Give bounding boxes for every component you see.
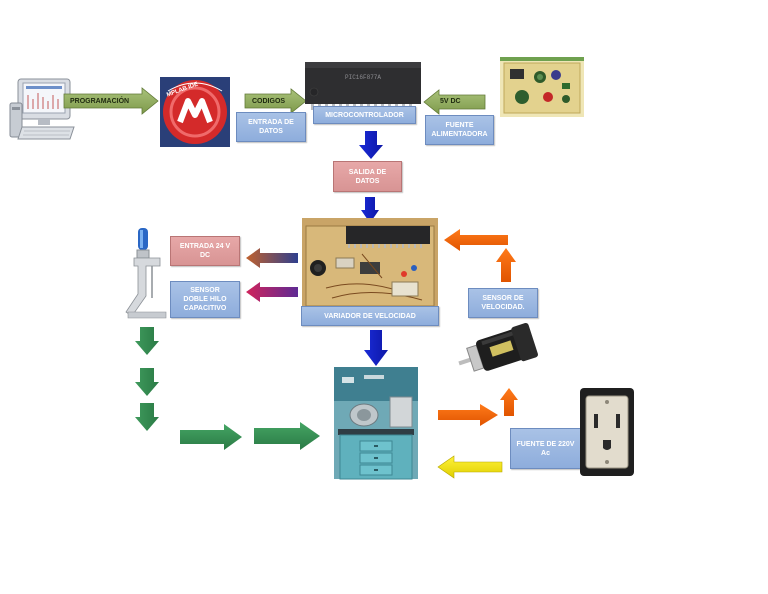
chip-marking: PIC16F877A bbox=[345, 74, 382, 81]
outlet-image bbox=[580, 388, 634, 476]
speed-controller-board-image bbox=[302, 218, 438, 310]
motor-image bbox=[456, 321, 552, 385]
programacion-arrow bbox=[63, 87, 159, 115]
microcontroller-chip-image: PIC16F877A bbox=[305, 62, 421, 110]
capacitive-sensor-image bbox=[122, 226, 170, 322]
computer-image bbox=[8, 77, 76, 145]
green-right-arrow-1 bbox=[180, 424, 242, 450]
five-v-dc-label: 5V DC bbox=[440, 98, 461, 105]
sensor-velocidad-box: SENSOR DE VELOCIDAD. bbox=[468, 288, 538, 318]
fuente-220v-box: FUENTE DE 220V Ac bbox=[510, 428, 581, 469]
codigos-arrow bbox=[244, 88, 307, 114]
power-supply-image bbox=[500, 57, 584, 117]
blue-down-arrow-2 bbox=[361, 197, 379, 223]
five-v-dc-arrow bbox=[423, 89, 486, 115]
feedback-up-arrow bbox=[496, 248, 516, 282]
green-down-arrow-1 bbox=[135, 327, 159, 355]
blue-down-arrow-3 bbox=[364, 330, 388, 366]
variador-velocidad-box: VARIADOR DE VELOCIDAD bbox=[301, 306, 439, 326]
sensor-doble-hilo-arrow bbox=[246, 282, 298, 302]
power-to-machine-arrow bbox=[437, 455, 503, 479]
codigos-label: CODIGOS bbox=[252, 98, 286, 105]
feedback-left-arrow bbox=[444, 229, 508, 251]
blue-down-arrow-1 bbox=[359, 131, 383, 159]
machine-image bbox=[334, 367, 418, 480]
microcontrolador-box: MICROCONTROLADOR bbox=[313, 106, 416, 124]
green-right-arrow-2 bbox=[254, 422, 320, 450]
entrada-datos-box: ENTRADA DE DATOS bbox=[236, 112, 306, 142]
fuente-alimentadora-box: FUENTE ALIMENTADORA bbox=[425, 115, 494, 145]
programacion-label: PROGRAMACIÓN bbox=[70, 98, 130, 105]
salida-datos-box: SALIDA DE DATOS bbox=[333, 161, 402, 192]
green-down-arrow-3 bbox=[135, 403, 159, 431]
sensor-doble-hilo-box: SENSOR DOBLE HILO CAPACITIVO bbox=[170, 281, 240, 318]
machine-to-motor-arrow bbox=[438, 404, 498, 426]
green-down-arrow-2 bbox=[135, 368, 159, 396]
motor-up-arrow bbox=[500, 388, 518, 416]
entrada-24v-box: ENTRADA 24 V DC bbox=[170, 236, 240, 266]
mplab-logo: MPLAB IDE bbox=[160, 77, 230, 147]
entrada-24v-arrow bbox=[246, 248, 298, 268]
